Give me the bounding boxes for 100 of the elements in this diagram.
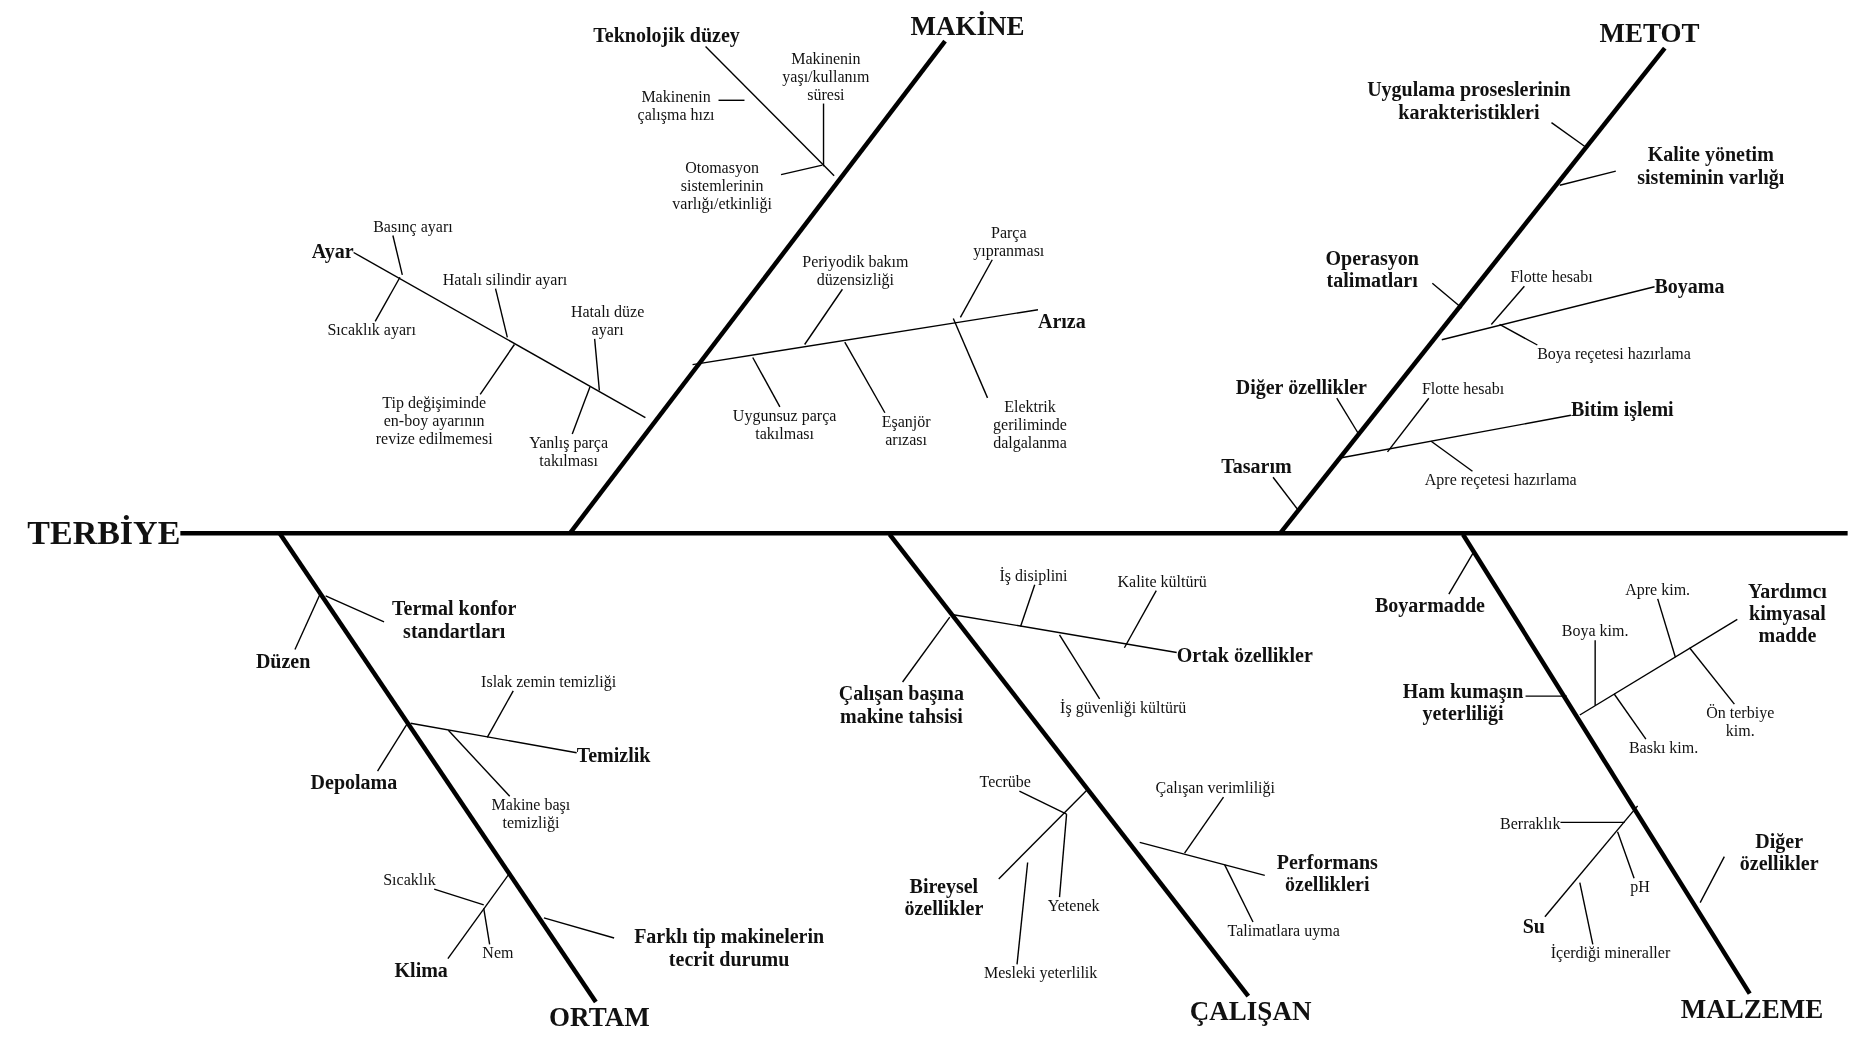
branch-line <box>1579 618 1738 716</box>
sub-cause-label: Eşanjör arızası <box>876 412 937 449</box>
branch-line <box>691 309 1039 366</box>
cause-label: Çalışan başına makine tahsisi <box>826 681 977 727</box>
sub-cause-label: Talimatlara uyma <box>1227 921 1340 940</box>
branch-line <box>1498 323 1539 346</box>
branch-line <box>1559 170 1617 186</box>
cause-label: Ortak özellikler <box>1176 643 1313 666</box>
sub-cause-label: Uygunsuz parça takılması <box>729 406 840 443</box>
cause-label: Düzen <box>255 649 311 672</box>
cause-label: Temizlik <box>576 743 651 767</box>
branch-line <box>571 386 591 435</box>
cause-label: Farklı tip makinelerin tecrit durumu <box>614 925 845 970</box>
branch-line <box>486 690 514 739</box>
cause-label: Tasarım <box>1221 454 1292 478</box>
branch-line <box>1688 647 1736 705</box>
branch-line <box>822 102 825 168</box>
branch-line <box>1544 805 1639 918</box>
branch-line <box>447 729 511 797</box>
category-label: MALZEME <box>1680 993 1824 1024</box>
cause-label: Termal konfor standartları <box>384 597 525 642</box>
sub-cause-label: Makinenin yaşı/kullanım süresi <box>777 49 875 104</box>
branch-line <box>1018 790 1068 815</box>
bone-line <box>1278 46 1667 535</box>
category-label: ORTAM <box>549 1001 650 1033</box>
branch-line <box>1058 634 1101 700</box>
branch-line <box>1058 813 1068 898</box>
branch-line <box>543 917 615 939</box>
sub-cause-label: Sıcaklık ayarı <box>327 321 416 340</box>
branch-line <box>1183 796 1225 854</box>
cause-label: Uygulama proseslerinin karakteristikleri <box>1349 77 1589 123</box>
branch-line <box>1016 861 1029 966</box>
branch-line <box>593 338 601 392</box>
cause-label: Boyama <box>1654 274 1725 297</box>
branch-line <box>1123 589 1157 649</box>
branch-line <box>752 356 781 408</box>
bone-line <box>277 532 598 1004</box>
category-label: ÇALIŞAN <box>1189 996 1312 1027</box>
cause-label: Bitim işlemi <box>1570 398 1674 421</box>
branch-line <box>1272 476 1299 511</box>
cause-label: Diğer özellikler <box>1235 375 1367 399</box>
branch-line <box>1550 121 1586 147</box>
cause-label: Su <box>1522 915 1545 938</box>
branch-line <box>844 341 886 414</box>
branch-line <box>1386 397 1430 453</box>
cause-label: Bireysel özellikler <box>889 874 999 920</box>
sub-cause-label: İş güvenliği kültürü <box>1060 698 1187 717</box>
branch-line <box>1139 841 1266 877</box>
sub-cause-label: Sıcaklık <box>383 871 436 890</box>
cause-label: Ham kumaşın yeterliliği <box>1400 679 1526 725</box>
branch-line <box>1616 831 1635 879</box>
branch-line <box>352 251 647 419</box>
cause-label: Teknolojik düzey <box>593 24 740 47</box>
branch-line <box>479 343 516 396</box>
branch-line <box>1657 598 1677 658</box>
sub-cause-label: Baskı kim. <box>1628 739 1699 757</box>
sub-cause-label: Kalite kültürü <box>1117 572 1207 591</box>
branch-line <box>1441 286 1656 341</box>
branch-line <box>1430 440 1474 472</box>
sub-cause-label: Periyodik bakım düzensizliği <box>800 253 911 290</box>
category-label: MAKİNE <box>910 10 1025 42</box>
branch-line <box>1699 855 1726 904</box>
sub-cause-label: Boya reçetesi hazırlama <box>1537 345 1691 363</box>
sub-cause-label: Tip değişiminde en-boy ayarının revize edilmemesi <box>371 394 497 449</box>
cause-label: Klima <box>394 958 448 981</box>
cause-label: Operasyon talimatları <box>1312 246 1433 292</box>
sub-cause-label: Makinenin çalışma hızı <box>633 88 719 125</box>
sub-cause-label: Nem <box>482 944 514 963</box>
sub-cause-label: Boya kim. <box>1561 622 1629 641</box>
branch-line <box>1559 821 1626 824</box>
sub-cause-label: Makine başı temizliği <box>488 796 574 832</box>
branch-line <box>392 234 404 276</box>
sub-cause-label: İş disiplini <box>999 566 1068 585</box>
branch-line <box>1336 397 1359 434</box>
sub-cause-label: Apre kim. <box>1625 580 1691 599</box>
bone-line <box>568 39 947 535</box>
sub-cause-label: Hatalı silindir ayarı <box>442 270 568 289</box>
branch-line <box>1224 864 1254 923</box>
cause-label: Diğer özellikler <box>1724 829 1835 875</box>
branch-line <box>433 888 485 906</box>
cause-label: Boyarmadde <box>1374 594 1485 617</box>
cause-label: Yardımcı kimyasal madde <box>1737 579 1838 648</box>
sub-cause-label: Tecrübe <box>979 773 1031 792</box>
branch-line <box>494 287 509 339</box>
sub-cause-label: Otomasyon sistemlerinin varlığı/etkinliği <box>663 159 782 214</box>
branch-line <box>447 872 511 960</box>
sub-cause-label: Parça yıpranması <box>968 223 1049 260</box>
sub-cause-label: Flotte hesabı <box>1421 380 1505 399</box>
branch-line <box>1340 414 1572 459</box>
branch-line <box>803 288 844 346</box>
branch-line <box>483 907 491 946</box>
sub-cause-label: pH <box>1630 878 1650 897</box>
cause-label: Ayar <box>311 240 354 263</box>
branch-line <box>1594 639 1596 707</box>
sub-cause-label: Apre reçetesi hazırlama <box>1424 471 1577 490</box>
cause-label: Kalite yönetim sisteminin varlığı <box>1615 142 1806 188</box>
sub-cause-label: Elektrik geriliminde dalgalanma <box>987 397 1073 452</box>
sub-cause-label: Basınç ayarı <box>373 217 453 236</box>
branch-line <box>901 616 951 683</box>
branch-line <box>1524 695 1568 697</box>
